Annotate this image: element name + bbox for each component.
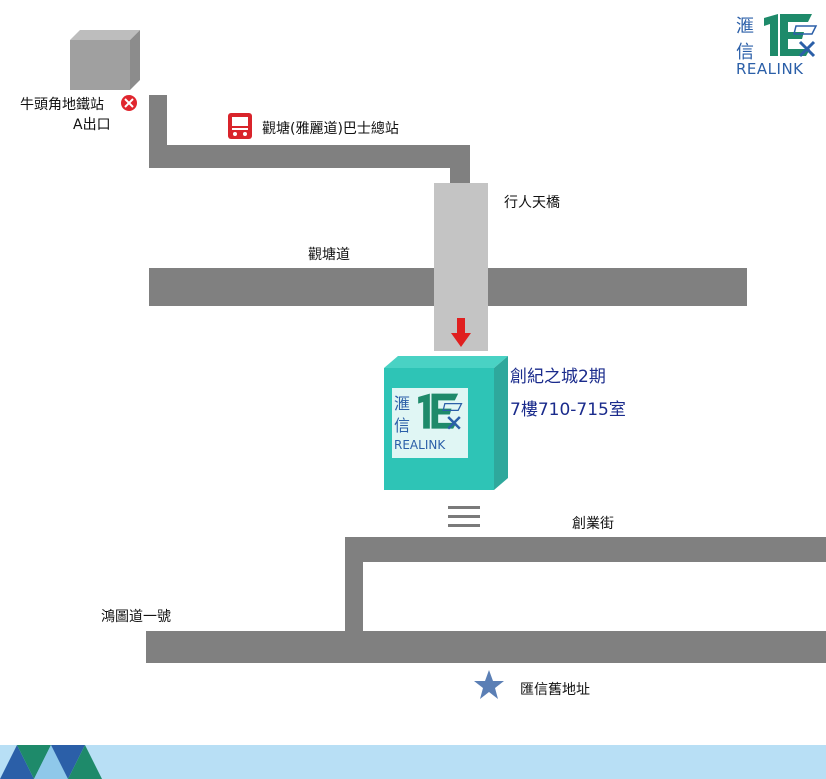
brand-chinese-2: 信 xyxy=(736,42,754,63)
old-address-label: 匯信舊地址 xyxy=(520,682,590,698)
brand-latin: REALINK xyxy=(736,60,804,78)
bus-terminus-label: 觀塘(雅麗道)巴士總站 xyxy=(262,121,399,137)
footbridge-label: 行人天橋 xyxy=(504,195,560,211)
brand-logo: 滙 信 REALINK xyxy=(734,12,820,78)
path-to-bridge xyxy=(149,145,470,168)
hung-to-road xyxy=(146,631,826,663)
mtr-exit-label: A出口 xyxy=(73,117,111,133)
chong-yip-street xyxy=(345,537,826,562)
bus-icon xyxy=(228,113,252,139)
mtr-icon xyxy=(121,95,137,111)
star-icon xyxy=(474,670,504,699)
destination-logo: 滙 信 REALINK xyxy=(392,388,468,458)
kwun-tong-road-right xyxy=(488,268,747,306)
footer-bar xyxy=(0,745,826,779)
destination-logo-cn1: 滙 xyxy=(394,394,411,413)
hung-to-road-label: 鴻圖道一號 xyxy=(101,609,171,625)
path-bridge-connector xyxy=(450,145,470,185)
mtr-station-cube xyxy=(70,30,140,90)
crosswalk xyxy=(448,506,480,528)
chong-yip-street-vertical xyxy=(345,537,363,634)
mtr-station-label: 牛頭角地鐵站 xyxy=(20,97,104,113)
destination-building-name: 創紀之城2期 xyxy=(510,367,606,387)
kwun-tong-road-label: 觀塘道 xyxy=(308,247,350,263)
brand-mark-icon xyxy=(764,14,818,58)
chong-yip-street-label: 創業街 xyxy=(572,516,614,532)
destination-logo-en: REALINK xyxy=(394,438,446,452)
kwun-tong-road-left xyxy=(149,268,434,306)
destination-logo-mark-icon xyxy=(418,393,463,430)
footer-pattern-icon xyxy=(0,745,102,779)
brand-chinese-1: 滙 xyxy=(736,16,754,37)
destination-logo-cn2: 信 xyxy=(394,416,411,435)
destination-unit: 7樓710-715室 xyxy=(510,400,626,420)
arrow-down-icon xyxy=(451,318,471,347)
